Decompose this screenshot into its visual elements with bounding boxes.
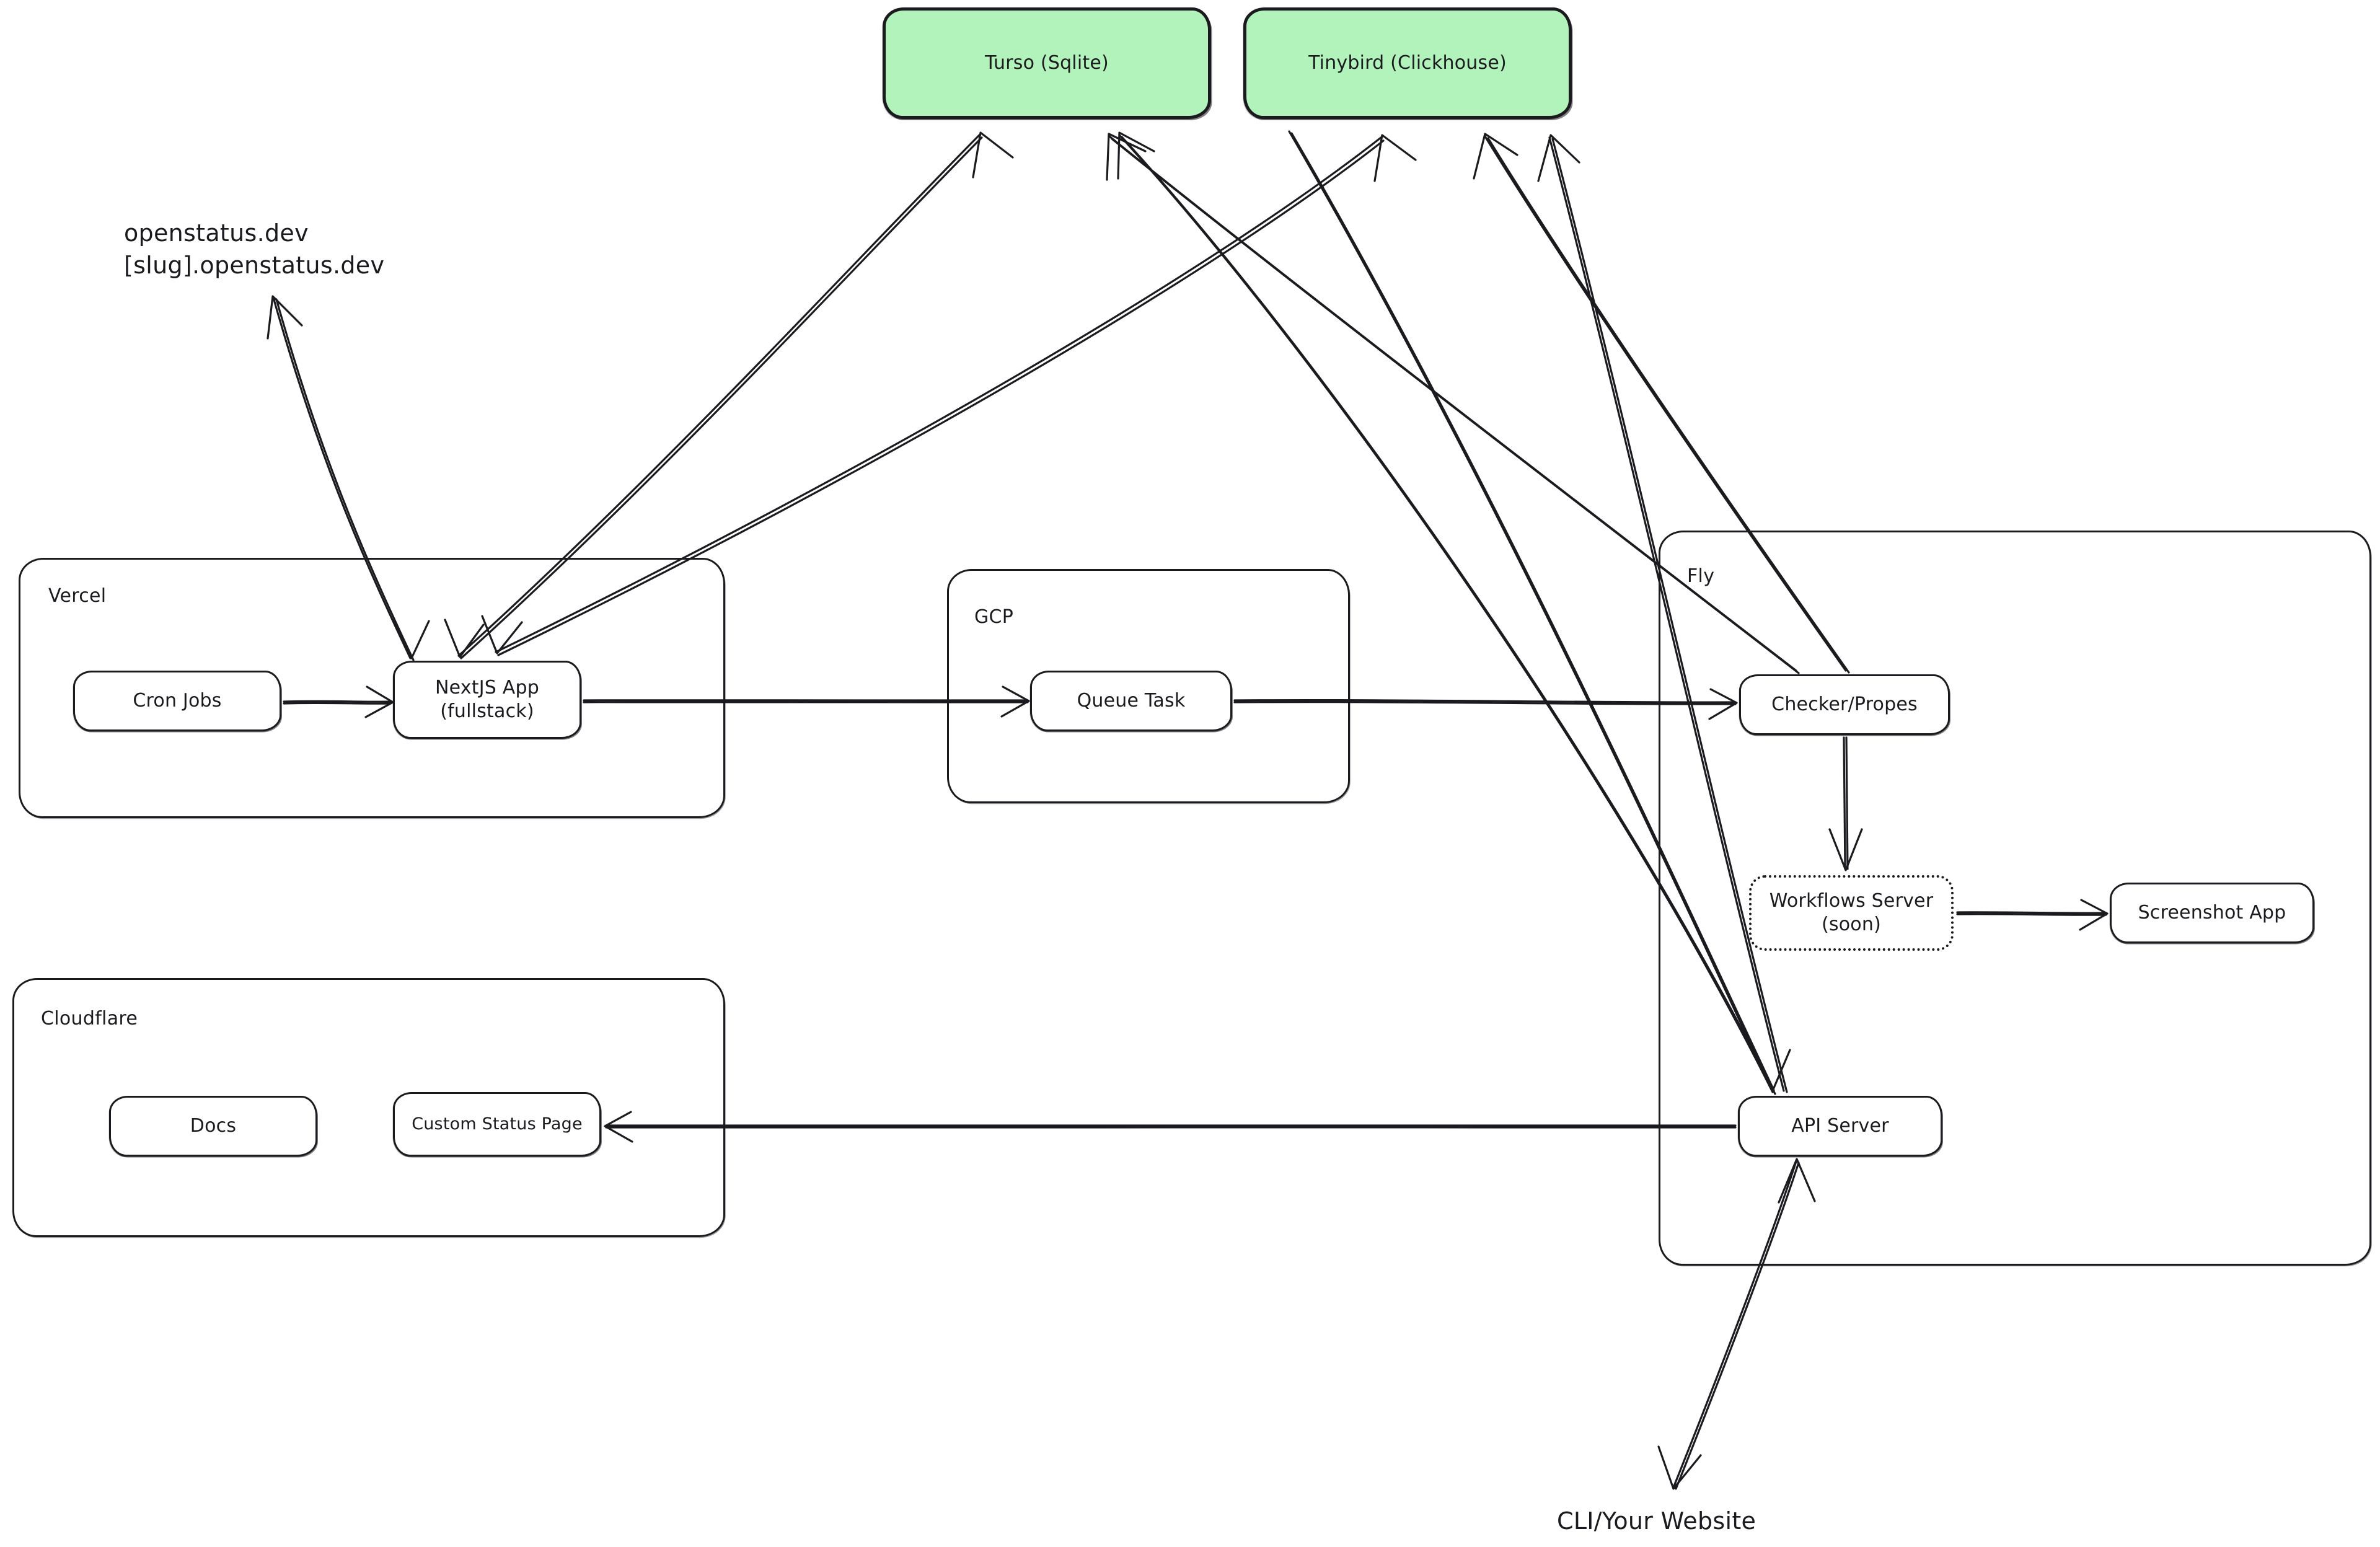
node-nextjs-app[interactable]: NextJS App (fullstack) — [393, 661, 581, 739]
group-label-vercel: Vercel — [48, 585, 107, 607]
group-label-gcp: GCP — [974, 606, 1014, 628]
node-custom-status-page[interactable]: Custom Status Page — [393, 1092, 601, 1157]
label-openstatus-domains: openstatus.dev [slug].openstatus.dev — [124, 219, 385, 280]
node-api-server[interactable]: API Server — [1738, 1096, 1942, 1157]
node-docs[interactable]: Docs — [109, 1096, 317, 1157]
edge-api-to-statuspage — [604, 1111, 1737, 1143]
node-workflows-server[interactable]: Workflows Server (soon) — [1749, 875, 1954, 951]
node-screenshot-app[interactable]: Screenshot App — [2110, 883, 2314, 943]
group-label-cloudflare: Cloudflare — [41, 1008, 138, 1029]
node-queue-task[interactable]: Queue Task — [1030, 671, 1232, 731]
group-cloudflare — [12, 978, 725, 1237]
group-label-fly: Fly — [1687, 565, 1715, 587]
label-cli-your-website: CLI/Your Website — [1557, 1507, 1756, 1535]
node-cron-jobs[interactable]: Cron Jobs — [73, 671, 281, 731]
node-tinybird-database[interactable]: Tinybird (Clickhouse) — [1243, 7, 1572, 119]
node-checker-probes[interactable]: Checker/Propes — [1739, 674, 1950, 735]
node-turso-database[interactable]: Turso (Sqlite) — [883, 7, 1211, 119]
